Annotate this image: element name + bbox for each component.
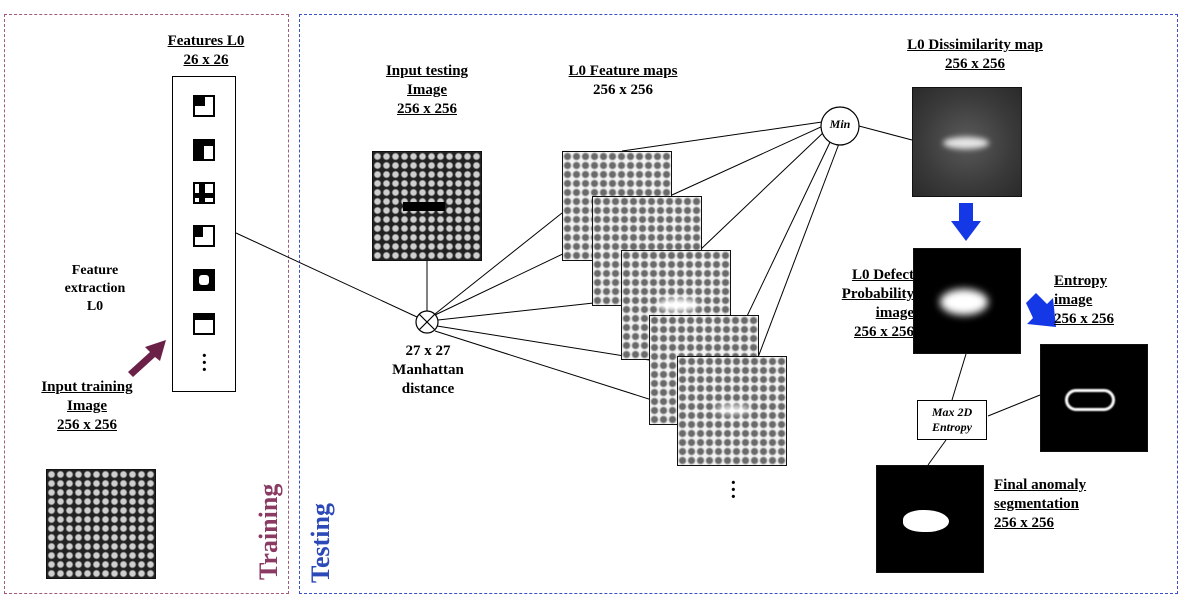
features-title: Features L0 26 x 26 <box>167 33 245 68</box>
down-arrow-icon <box>951 203 981 241</box>
feature-maps-ellipsis: ··· <box>730 472 737 508</box>
input-training-title: Input training Image 256 x 256 <box>41 379 133 433</box>
diagonal-arrow-icon <box>1026 293 1056 327</box>
feature-maps-title: L0 Feature maps 256 x 256 <box>568 63 678 98</box>
max-2d-entropy-box: Max 2D Entropy <box>917 400 987 440</box>
input-training-image <box>46 469 156 579</box>
defect-probability-title: L0 Defect Probability image 256 x 256 <box>841 267 914 340</box>
manhattan-node <box>415 310 439 334</box>
training-arrow-icon <box>128 340 166 377</box>
testing-panel <box>299 14 1178 594</box>
final-segmentation-image <box>876 465 984 573</box>
training-panel <box>4 14 289 594</box>
final-segmentation-title: Final anomaly segmentation 256 x 256 <box>994 477 1087 531</box>
dissimilarity-map-image <box>912 87 1022 197</box>
manhattan-label: 27 x 27 Manhattan distance <box>392 343 464 397</box>
entropy-title: Entropy image 256 x 256 <box>1054 273 1114 327</box>
input-testing-image <box>372 151 482 261</box>
feature-map-5 <box>677 356 787 466</box>
min-node-label: Min <box>829 117 851 131</box>
dissimilarity-title: L0 Dissimilarity map 256 x 256 <box>907 37 1043 72</box>
entropy-image <box>1040 344 1148 452</box>
input-testing-title: Input testing Image 256 x 256 <box>385 63 469 117</box>
features-ellipsis: ··· <box>201 345 208 381</box>
feature-extraction-label: Feature extraction L0 <box>64 263 126 314</box>
defect-probability-image <box>913 248 1021 354</box>
features-box: ··· <box>172 76 236 392</box>
min-node <box>820 106 860 146</box>
